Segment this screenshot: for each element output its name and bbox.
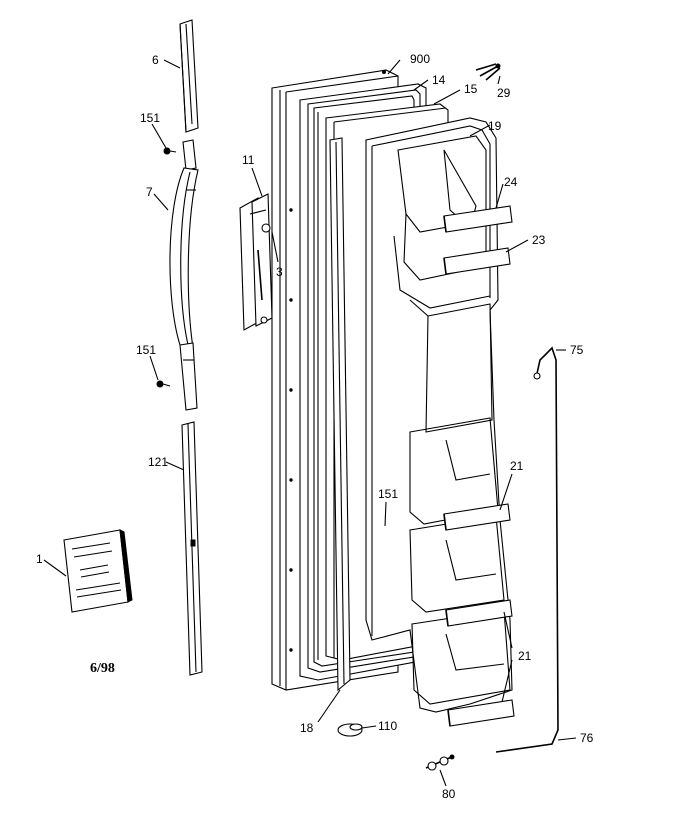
callout-24: 24: [504, 175, 518, 189]
part-80-fitting: [425, 754, 455, 771]
callout-121: 121: [148, 455, 168, 469]
screw-151-middle: [156, 380, 171, 388]
callout-151-middle: 151: [136, 343, 156, 357]
callout-21-lower: 21: [518, 649, 532, 663]
part-21-shelf-bar-1: [443, 503, 511, 531]
screw-151-upper: [163, 147, 177, 155]
part-23-shelf-bar: [443, 247, 511, 275]
callout-900: 900: [410, 52, 430, 66]
callout-3: 3: [276, 265, 283, 279]
part-24-shelf-bar: [443, 205, 513, 233]
part-29-clip: [475, 63, 501, 81]
leader-lines: [43, 59, 577, 787]
part-11-hinge-bracket: [239, 193, 273, 331]
callout-7: 7: [146, 185, 153, 199]
callout-18: 18: [300, 721, 314, 735]
callout-1: 1: [36, 552, 43, 566]
callout-6: 6: [152, 53, 159, 67]
part-21-shelf-bar-2: [445, 599, 513, 627]
callout-19: 19: [488, 119, 502, 133]
callout-14: 14: [432, 73, 446, 87]
part-6-top-trim: [179, 19, 199, 133]
callout-21-upper: 21: [510, 459, 524, 473]
callout-23: 23: [532, 233, 546, 247]
callout-110: 110: [378, 719, 397, 733]
part-1-owner-manual: [63, 529, 133, 613]
part-7-handle: [169, 139, 199, 411]
callout-80: 80: [442, 787, 456, 801]
part-110-cap: [337, 723, 363, 737]
callout-151-upper: 151: [140, 111, 160, 125]
part-75-76-water-tube: [495, 346, 559, 753]
callout-15: 15: [464, 82, 478, 96]
part-19-door-liner: [365, 117, 513, 713]
part-18-gasket-strip: [329, 137, 351, 692]
callout-75: 75: [570, 343, 584, 357]
callout-11: 11: [242, 153, 255, 167]
callout-labels: 900 14 15 29 19 24 23 6 151 11 7 3 151 7…: [36, 52, 594, 801]
callout-76: 76: [580, 731, 594, 745]
part-121-lower-trim: [181, 421, 203, 676]
callout-151-lower: 151: [378, 487, 398, 501]
callout-29: 29: [497, 86, 511, 100]
date-code: 6/98: [90, 661, 115, 676]
part-21-shelf-bar-3: [447, 699, 515, 727]
